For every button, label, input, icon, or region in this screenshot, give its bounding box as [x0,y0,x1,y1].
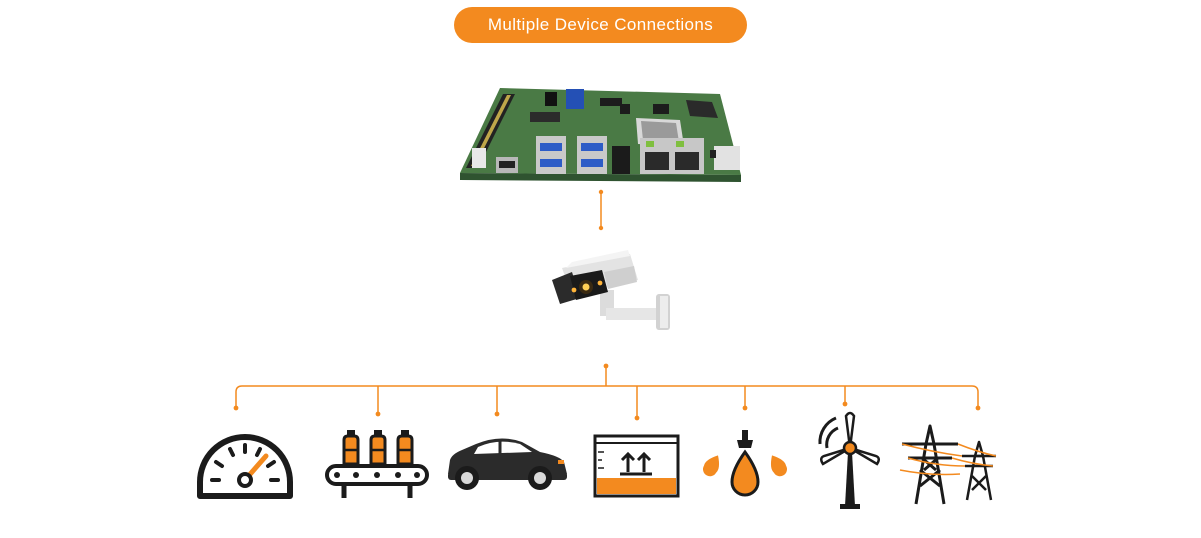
car-icon [448,438,567,490]
embedded-motherboard-icon [460,88,741,182]
bottle-conveyor-icon [325,430,429,498]
speedometer-icon [197,434,293,499]
power-tower-icon [899,424,997,505]
page-title: Multiple Device Connections [454,7,747,43]
surveillance-camera-icon [552,250,670,330]
wind-turbine-icon [818,411,880,509]
liquid-level-tank-icon [593,434,680,498]
oil-drop-icon [703,430,787,497]
connector-board-camera [598,189,604,231]
connector-tree [235,366,979,418]
